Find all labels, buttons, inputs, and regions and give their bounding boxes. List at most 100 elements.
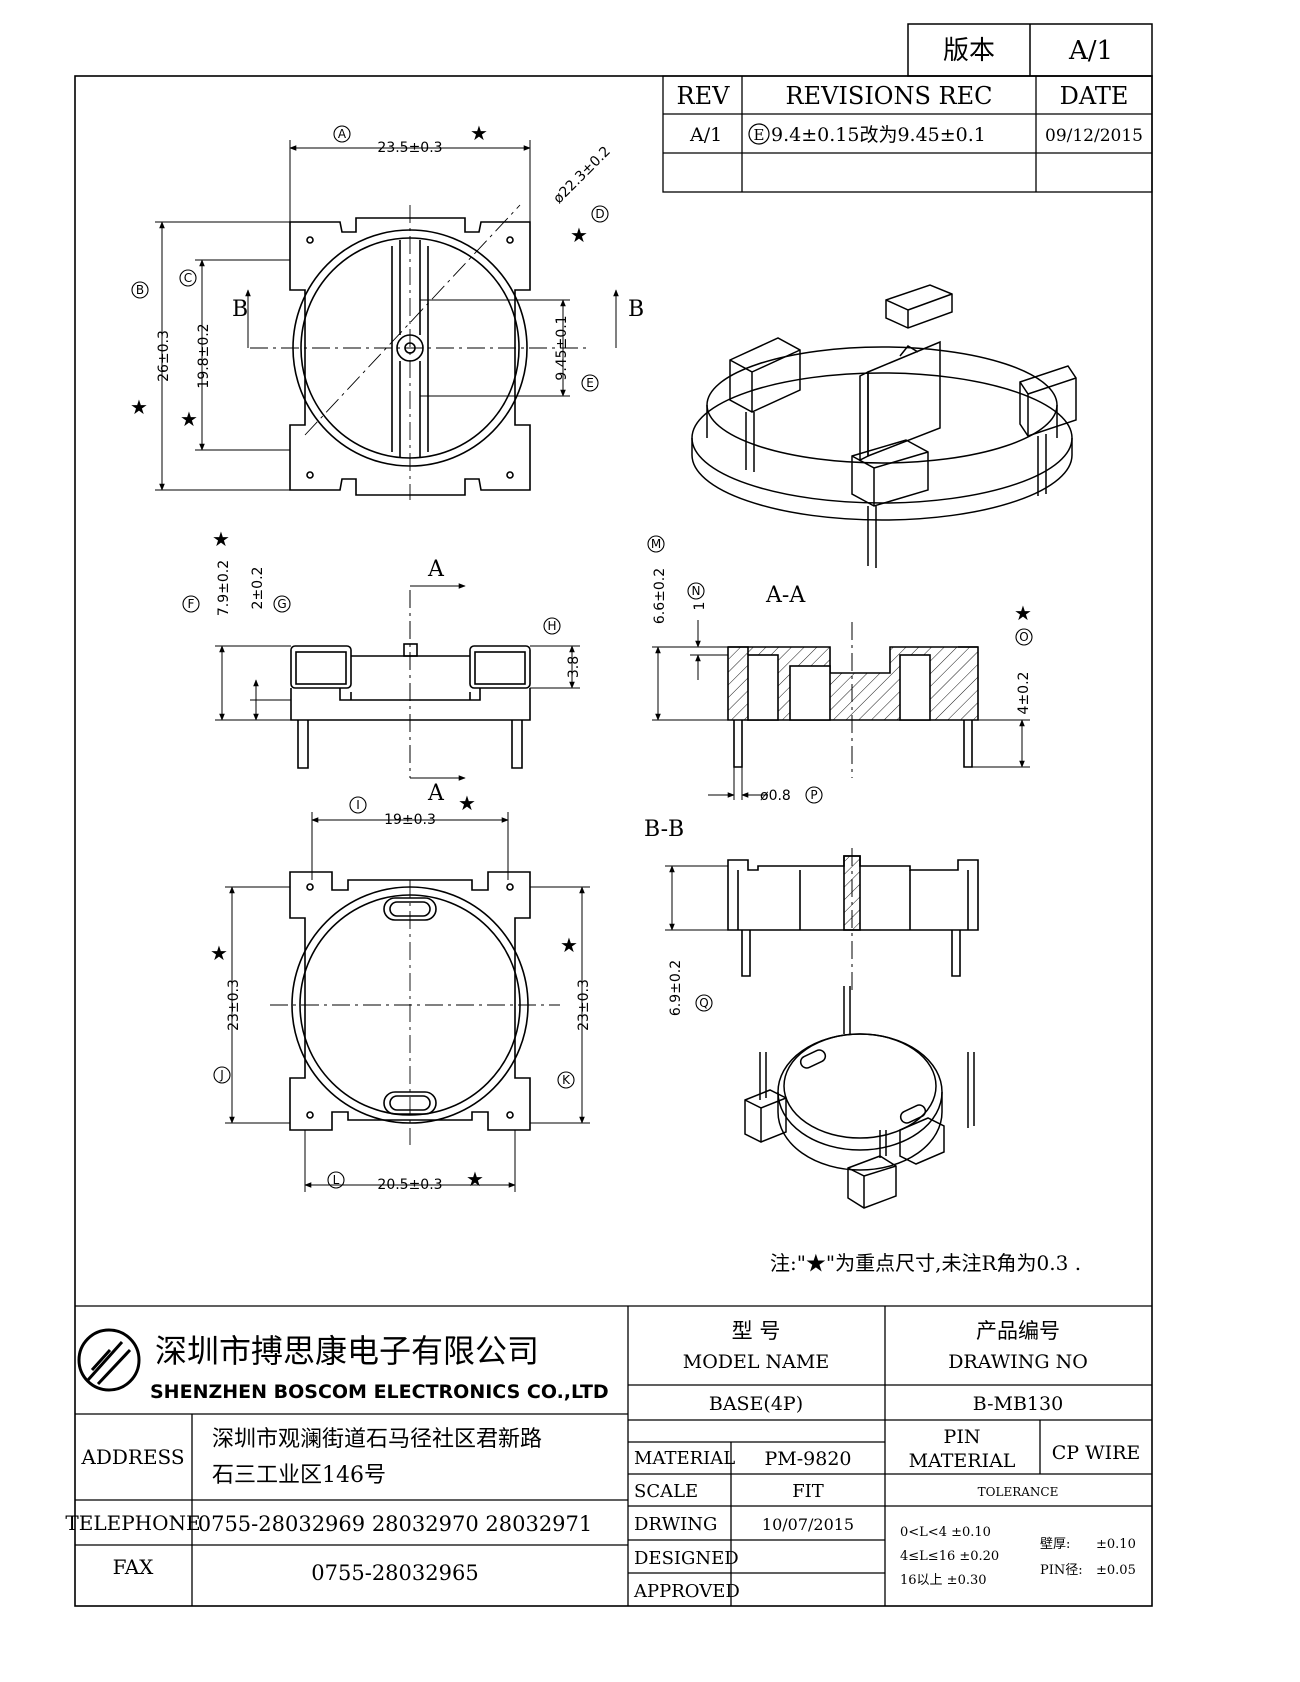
rev-row-mark: E — [754, 126, 765, 144]
dim-o-text: 4±0.2 — [1016, 672, 1032, 715]
section-bb-dim-lines — [665, 848, 853, 990]
model-name-en: MODEL NAME — [683, 1351, 829, 1373]
dim-p-text: ø0.8 — [760, 788, 791, 804]
pin-label: PIN — [944, 1426, 981, 1448]
top-view-dim-lines — [155, 140, 619, 491]
section-b-left: B — [232, 297, 248, 322]
circled-markers — [131, 125, 1033, 1189]
dim-j-text: 23±0.3 — [226, 979, 242, 1031]
company-logo — [77, 1328, 141, 1392]
pin-dia-label: PIN径: — [1040, 1563, 1083, 1578]
section-a-top: A — [427, 557, 445, 582]
rev-row-date: 09/12/2015 — [1045, 126, 1143, 146]
dim-b-text: 26±0.3 — [156, 330, 172, 382]
drwing-label: DRWING — [634, 1514, 717, 1535]
dim-e-text: 9.45±0.1 — [554, 315, 570, 380]
marker-q: Q — [699, 996, 708, 1010]
dim-c-text: 19.8±0.2 — [196, 323, 212, 388]
pin-dia-value: ±0.05 — [1096, 1563, 1136, 1578]
marker-p: P — [810, 788, 817, 802]
tolerance-label: TOLERANCE — [978, 1485, 1059, 1499]
company-name-en: SHENZHEN BOSCOM ELECTRONICS CO.,LTD — [150, 1381, 609, 1403]
star-c: ★ — [180, 407, 198, 431]
model-name-cn: 型 号 — [732, 1319, 781, 1343]
iso-view-1 — [691, 284, 1077, 568]
star-f: ★ — [212, 527, 230, 551]
marker-g: G — [277, 597, 286, 611]
star-l: ★ — [466, 1167, 484, 1191]
material-value: PM-9820 — [764, 1448, 851, 1470]
company-name-cn: 深圳市搏思康电子有限公司 — [155, 1332, 539, 1370]
address-line1: 深圳市观澜街道石马径社区君新路 — [212, 1427, 542, 1452]
address-label: ADDRESS — [80, 1445, 184, 1469]
marker-h: H — [547, 619, 556, 633]
dim-k-text: 23±0.3 — [576, 979, 592, 1031]
rev-row-mark-circle — [748, 123, 770, 145]
address-line2: 石三工业区146号 — [212, 1463, 386, 1488]
pin-value: CP WIRE — [1052, 1442, 1141, 1464]
marker-o: O — [1019, 630, 1028, 644]
date-header: DATE — [1060, 82, 1129, 110]
section-bb-title: B-B — [644, 817, 684, 842]
dim-g-text: 2±0.2 — [250, 567, 266, 610]
marker-k: K — [562, 1073, 571, 1087]
material-label: MATERIAL — [634, 1448, 735, 1469]
marker-c: C — [184, 271, 192, 285]
model-value: BASE(4P) — [709, 1393, 803, 1415]
star-k: ★ — [560, 933, 578, 957]
wall-value: ±0.10 — [1096, 1537, 1136, 1552]
bottom-view-centerlines — [270, 880, 560, 1145]
front-view-dim-lines — [215, 583, 580, 781]
dim-q-text: 6.9±0.2 — [668, 960, 684, 1016]
section-aa-view — [727, 646, 979, 768]
dim-i-text: 19±0.3 — [384, 812, 436, 828]
revisions-table — [662, 75, 1153, 193]
rev-row-rev: A/1 — [689, 124, 722, 146]
star-o: ★ — [1014, 601, 1032, 625]
tolerance-row-3: 16以上 ±0.30 — [900, 1573, 987, 1588]
drwing-value: 10/07/2015 — [762, 1515, 854, 1534]
fax-label: FAX — [113, 1555, 155, 1579]
marker-n: N — [692, 584, 701, 598]
marker-b: B — [136, 283, 144, 297]
dim-h-text: 3.8 — [566, 656, 582, 678]
rev-row-text: 9.4±0.15改为9.45±0.1 — [771, 124, 986, 146]
approved-label: APPROVED — [633, 1581, 740, 1602]
title-block-grid — [75, 1305, 1152, 1606]
section-b-right: B — [628, 297, 644, 322]
telephone-label: TELEPHONE — [65, 1511, 200, 1535]
pin-material-label: MATERIAL — [909, 1450, 1016, 1472]
star-j: ★ — [210, 941, 228, 965]
top-view-centerlines — [250, 204, 590, 500]
marker-j: J — [219, 1068, 224, 1082]
drawing-frame — [74, 75, 1153, 1607]
star-b: ★ — [130, 395, 148, 419]
marker-d: D — [595, 207, 604, 221]
designed-label: DESIGNED — [634, 1548, 739, 1569]
star-a: ★ — [470, 121, 488, 145]
fax-value: 0755-28032965 — [311, 1561, 478, 1585]
marker-m: M — [651, 537, 661, 551]
rev-header: REV — [677, 82, 731, 110]
dim-m-text: 6.6±0.2 — [652, 568, 668, 624]
star-i: ★ — [458, 791, 476, 815]
drawing-no-cn: 产品编号 — [976, 1319, 1060, 1343]
version-label: 版本 — [943, 36, 995, 66]
marker-f: F — [188, 597, 195, 611]
wall-label: 壁厚: — [1040, 1537, 1070, 1552]
section-bb-view — [727, 855, 979, 977]
section-aa-title: A-A — [765, 583, 806, 608]
note-text: 注:"★"为重点尺寸,未注R角为0.3 . — [770, 1251, 1081, 1275]
dim-l-text: 20.5±0.3 — [377, 1177, 442, 1193]
tolerance-row-1: 0<L<4 ±0.10 — [900, 1525, 991, 1540]
bottom-view-dim-lines — [225, 812, 590, 1192]
dim-d-text: ø22.3±0.2 — [550, 143, 613, 206]
marker-i: I — [356, 798, 360, 812]
scale-label: SCALE — [634, 1481, 698, 1502]
dim-f-text: 7.9±0.2 — [216, 560, 232, 616]
scale-value: FIT — [792, 1481, 824, 1502]
marker-e: E — [586, 376, 594, 390]
iso-view-2 — [744, 986, 975, 1209]
dim-n-text: 1 — [692, 602, 708, 611]
